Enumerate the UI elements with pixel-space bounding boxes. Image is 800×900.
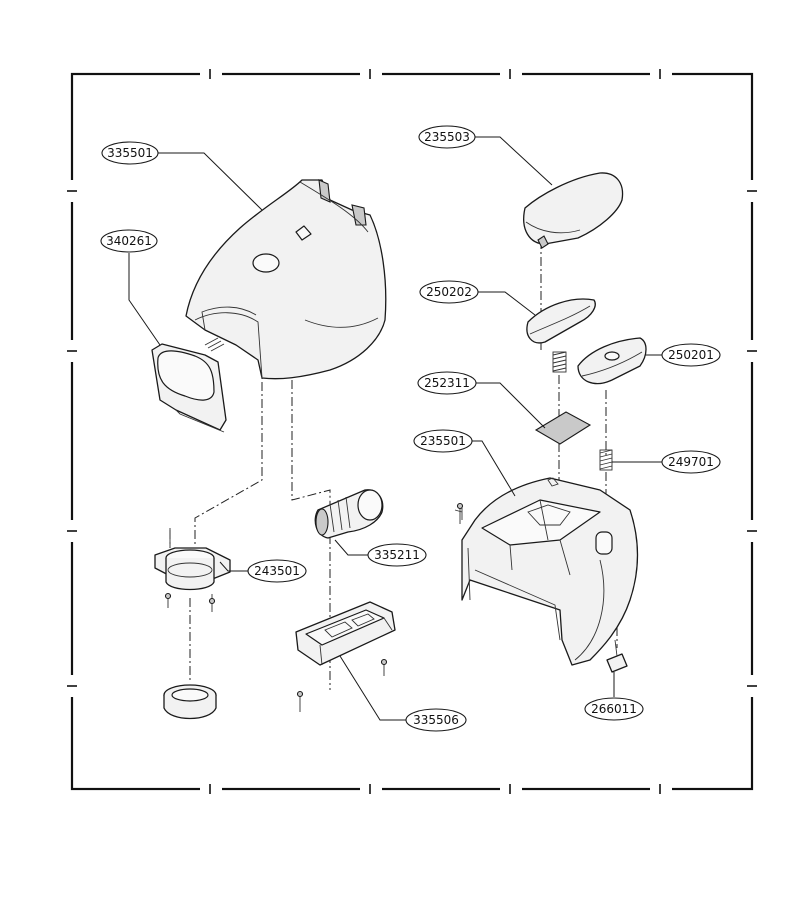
callout-250202: 250202	[419, 280, 479, 304]
main-body-part	[454, 477, 639, 666]
callout-335211-label: 335211	[374, 548, 420, 562]
callout-235503: 235503	[418, 125, 476, 149]
lamp-cover-part	[151, 343, 227, 433]
lid-part	[523, 172, 624, 249]
top-cover-part	[185, 179, 387, 380]
callout-252311: 252311	[417, 371, 477, 395]
button-right-part	[577, 337, 647, 385]
callout-250201: 250201	[661, 343, 721, 367]
filter-pad-part	[534, 411, 592, 445]
bulb-socket-part	[314, 489, 384, 539]
callout-250202-label: 250202	[426, 285, 472, 299]
drawing-frame	[67, 69, 757, 794]
leader-lines	[128, 136, 662, 721]
callout-252311-label: 252311	[424, 376, 470, 390]
callout-335506-label: 335506	[413, 713, 459, 727]
callout-235501-label: 235501	[420, 434, 466, 448]
spring-left-part	[552, 351, 567, 373]
callout-266011-label: 266011	[591, 702, 637, 716]
callout-340261-label: 340261	[106, 234, 152, 248]
callout-335501: 335501	[101, 141, 159, 165]
callout-249701: 249701	[661, 450, 721, 474]
lamp-ring-part	[163, 684, 217, 720]
callout-243501-label: 243501	[254, 564, 300, 578]
callout-235503-label: 235503	[424, 130, 470, 144]
callout-266011: 266011	[584, 697, 644, 721]
small-spring-part	[204, 337, 225, 352]
callout-250201-label: 250201	[668, 348, 714, 362]
callout-235501: 235501	[413, 429, 473, 453]
callout-243501: 243501	[247, 559, 307, 583]
callout-340261: 340261	[100, 229, 158, 253]
callout-335211: 335211	[367, 543, 427, 567]
spring-right-part	[599, 449, 613, 471]
bracket-tray-part	[295, 601, 396, 712]
callout-335506: 335506	[405, 708, 467, 732]
button-left-part	[526, 298, 596, 344]
lamp-holder-part	[154, 528, 231, 612]
callout-249701-label: 249701	[668, 455, 714, 469]
screw-right-part	[456, 502, 464, 524]
foot-peg-part	[606, 639, 628, 673]
callout-335501-label: 335501	[107, 146, 153, 160]
